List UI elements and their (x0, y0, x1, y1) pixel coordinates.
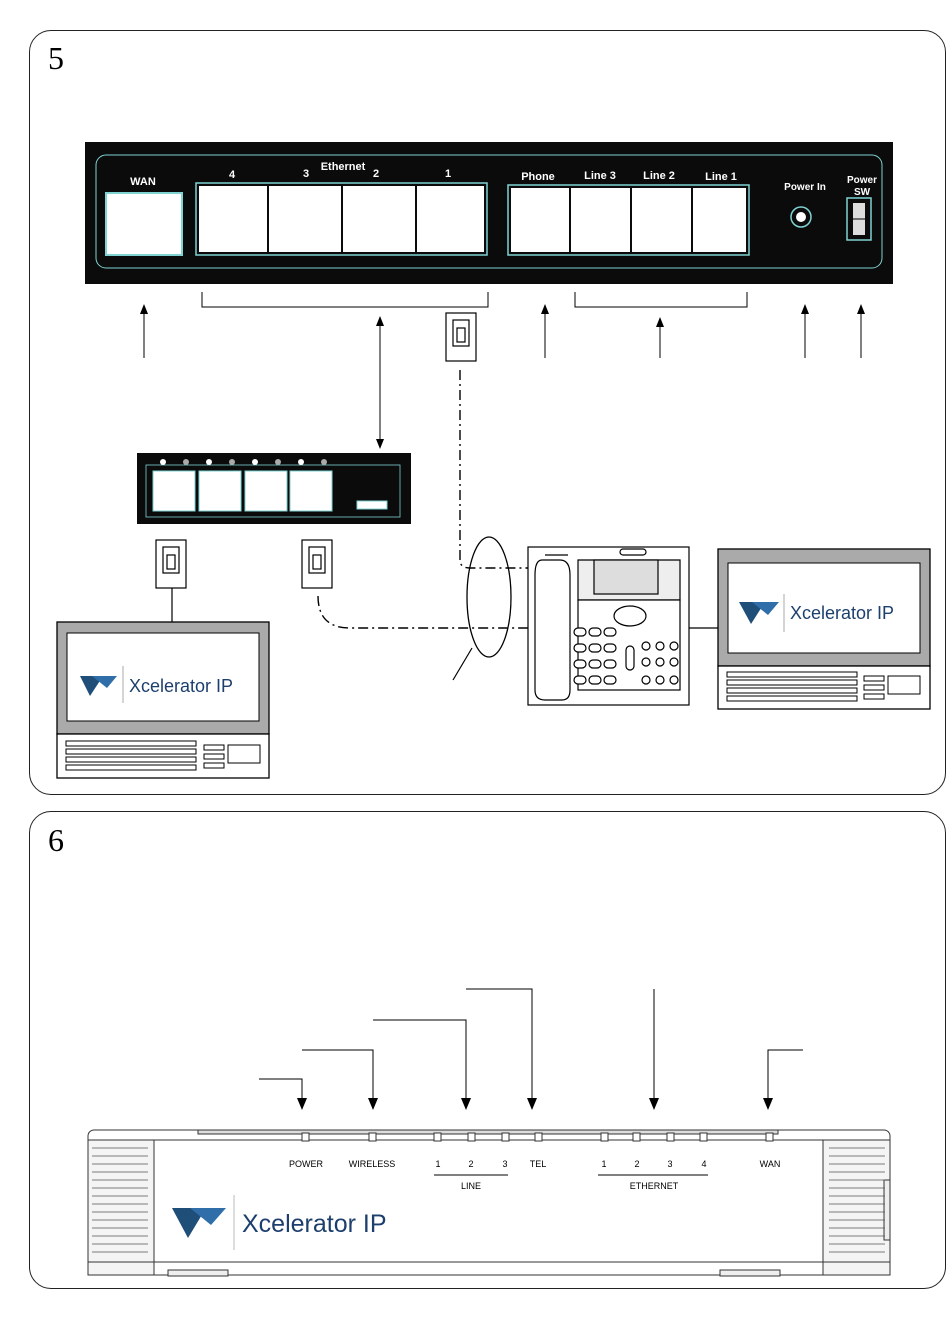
eth-1-label: 1 (445, 168, 451, 180)
wan-label: WAN (130, 176, 156, 188)
line-3-led-label: 3 (502, 1159, 507, 1169)
line-1-label: Line 1 (705, 171, 737, 183)
ip-phone (528, 547, 689, 705)
line-2-port (632, 188, 691, 252)
ethernet-port-4 (199, 186, 267, 252)
laptop-left-brand: Xcelerator IP (129, 676, 233, 696)
wan-led-label: WAN (760, 1159, 781, 1169)
router-back-panel (85, 142, 893, 284)
phone-port (511, 188, 569, 252)
laptop-right-brand: Xcelerator IP (790, 603, 894, 623)
brand-name: Xcelerator IP (242, 1210, 387, 1238)
phone-label: Phone (521, 171, 555, 183)
tel-led-label: TEL (530, 1159, 547, 1169)
ethernet-group-label: ETHERNET (630, 1181, 679, 1191)
power-sw-label-1: Power (847, 175, 877, 186)
ethernet-port-3 (269, 186, 341, 252)
eth-3-label: 3 (303, 168, 309, 180)
router-front-body (88, 1130, 890, 1276)
status-leds (302, 1133, 773, 1141)
wan-port (106, 193, 182, 255)
rj-connector-middle (302, 540, 332, 588)
eth-4-led-label: 4 (701, 1159, 706, 1169)
line-group-label: LINE (461, 1181, 481, 1191)
ethernet-label: Ethernet (321, 161, 366, 173)
eth-4-label: 4 (229, 169, 236, 181)
line-1-led-label: 1 (435, 1159, 440, 1169)
eth-1-led-label: 1 (601, 1159, 606, 1169)
line-2-led-label: 2 (468, 1159, 473, 1169)
eth-2-led-label: 2 (634, 1159, 639, 1169)
cable-highlight-ellipse (467, 537, 511, 657)
ethernet-port-2 (343, 186, 415, 252)
line-3-port (571, 188, 630, 252)
rj-connector-left (156, 540, 186, 588)
power-sw-label-2: SW (854, 187, 871, 198)
line-2-label: Line 2 (643, 170, 675, 182)
laptop-left (57, 622, 269, 778)
connection-diagram: WAN Ethernet 4 3 2 1 Phone Line 3 Line 2… (0, 0, 950, 800)
laptop-right (718, 549, 930, 709)
power-in-label: Power In (784, 182, 826, 193)
ethernet-port-1 (417, 186, 484, 252)
ethernet-switch (137, 453, 411, 524)
router-front-diagram: POWER WIRELESS 1 2 3 LINE TEL 1 2 3 4 ET… (0, 811, 950, 1291)
wireless-led-label: WIRELESS (349, 1159, 396, 1169)
eth-2-label: 2 (373, 168, 379, 180)
line-3-label: Line 3 (584, 170, 616, 182)
rj-connector-top (446, 313, 476, 361)
eth-3-led-label: 3 (667, 1159, 672, 1169)
power-led-label: POWER (289, 1159, 324, 1169)
line-1-port (693, 188, 746, 252)
